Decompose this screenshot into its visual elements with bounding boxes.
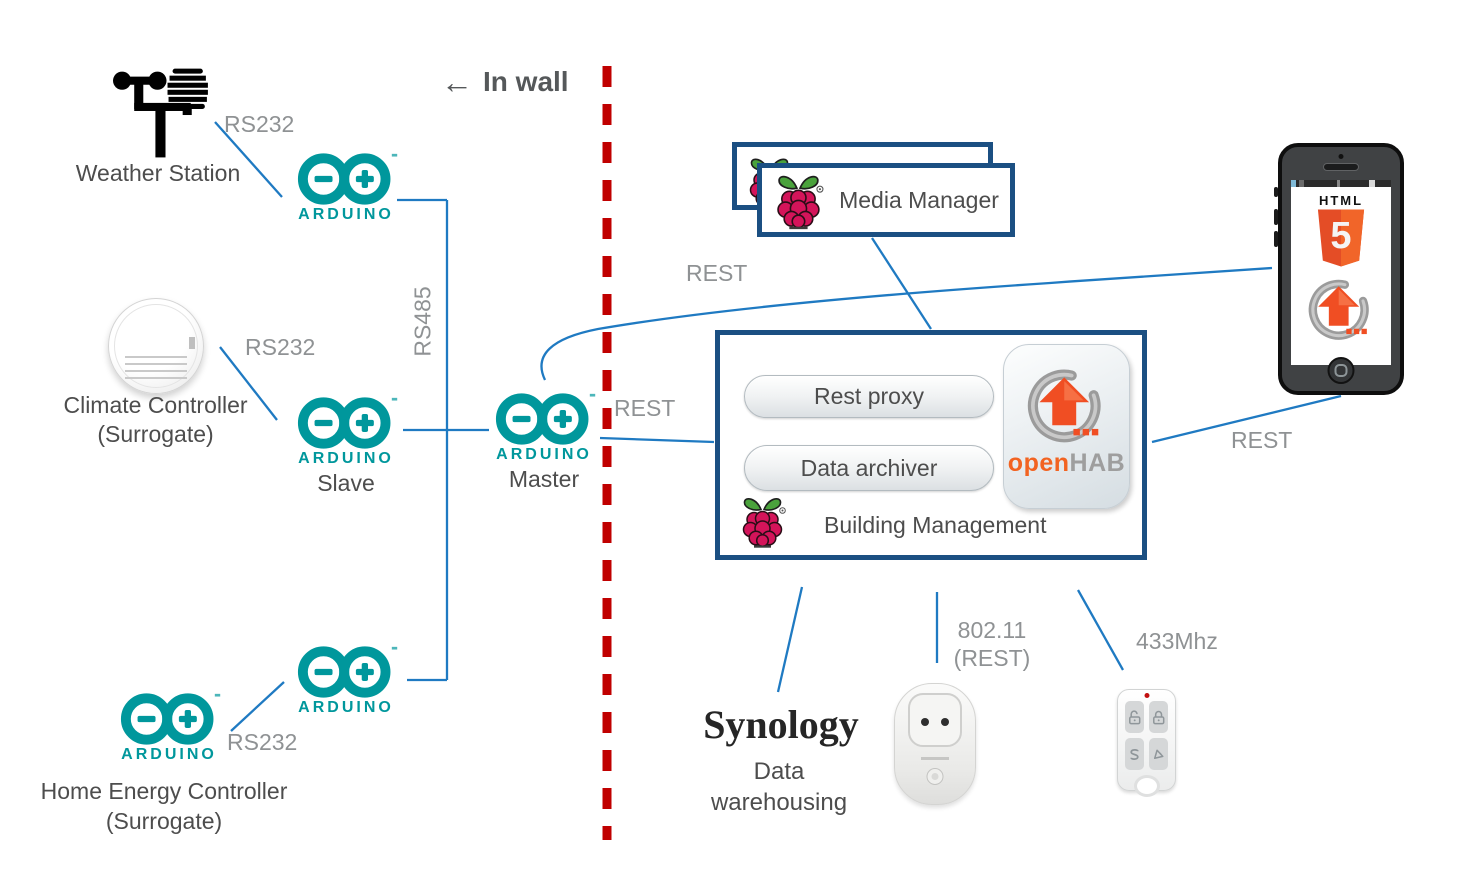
phone-volume-down-button	[1274, 231, 1278, 247]
data-archiver-pill: Data archiver	[744, 445, 994, 491]
rest-master-label: REST	[614, 395, 676, 421]
openhab-app-icon	[1303, 271, 1379, 347]
rf-label: 433Mhz	[1136, 628, 1218, 654]
home-energy-label: Home Energy Controller	[40, 778, 288, 804]
openhab-word-open: open	[1007, 449, 1070, 477]
rest-proxy-pill: Rest proxy	[744, 375, 994, 418]
link-climate-slave	[219, 346, 278, 421]
remote-alarm-button	[1149, 738, 1168, 770]
detector-vents	[125, 356, 187, 380]
rs232-energy-label: RS232	[227, 729, 298, 755]
arduino-brand-label: ARDUINO	[298, 450, 394, 467]
data-archiver-label: Data archiver	[800, 454, 938, 481]
arduino-slave-node: ARDUINO Slave	[290, 396, 402, 497]
phone-status-bar	[1291, 180, 1391, 187]
unlock-icon	[1126, 709, 1143, 726]
rs232-climate-label: RS232	[245, 334, 316, 360]
in-wall-label: In wall	[483, 66, 569, 97]
rs232-weather-label: RS232	[224, 111, 295, 137]
remote-lock-button	[1149, 701, 1168, 733]
detector-notch	[189, 337, 195, 349]
link-weather-arduino	[214, 121, 283, 198]
link-bm-phone	[1151, 394, 1342, 444]
building-management-box: Rest proxy Data archiver openHAB Buildin…	[715, 330, 1147, 560]
rest-proxy-label: Rest proxy	[814, 383, 924, 409]
smart-plug-device	[894, 683, 976, 805]
phone-screen: HTML 5	[1291, 180, 1391, 365]
arduino-brand-label: ARDUINO	[121, 746, 217, 763]
phone-camera	[1338, 154, 1344, 159]
html5-digit: 5	[1330, 215, 1352, 257]
remote-keyring	[1133, 775, 1160, 797]
openhab-icon	[1021, 359, 1113, 451]
html-label: HTML	[1318, 193, 1364, 208]
media-manager-label: Media Manager	[839, 186, 999, 213]
weather-station-label: Weather Station	[75, 160, 241, 186]
phone-mute-switch	[1274, 187, 1278, 197]
openhab-word-hab: HAB	[1069, 449, 1126, 477]
alarm-icon	[1150, 746, 1167, 763]
phone-speaker	[1323, 163, 1359, 171]
synology-logo: Synology	[703, 702, 859, 747]
openhab-wordmark: openHAB	[1008, 449, 1125, 478]
data-warehousing-label: Data warehousing	[710, 758, 848, 816]
remote-led	[1144, 693, 1149, 698]
rs485-label: RS485	[409, 286, 436, 357]
weather-station-icon	[113, 68, 208, 158]
plug-socket-hole	[941, 718, 949, 726]
link-master-bm	[599, 436, 715, 444]
arduino-logo-icon	[293, 645, 399, 699]
arduino-logo-icon	[293, 396, 399, 450]
arduino-brand-label: ARDUINO	[496, 446, 592, 463]
rest-phone-label: REST	[1231, 427, 1293, 453]
wifi-sublabel: (REST)	[953, 645, 1031, 671]
remote-unlock-button	[1125, 701, 1144, 733]
in-wall-annotation: ← In wall	[441, 66, 569, 98]
climate-controller-device	[108, 298, 204, 394]
plug-socket-hole	[921, 718, 929, 726]
plug-power-button	[926, 768, 944, 785]
remote-siren-button	[1125, 738, 1144, 770]
arduino-master-label: Master	[508, 466, 580, 492]
arduino-bus-node: ARDUINO	[290, 645, 402, 717]
arduino-logo-icon	[116, 692, 222, 746]
arduino-weather-node: ARDUINO	[290, 152, 402, 224]
plug-brand-mark	[921, 757, 949, 760]
arduino-brand-label: ARDUINO	[298, 699, 394, 716]
remote-keys	[1125, 701, 1168, 770]
html5-logo: 5	[1314, 209, 1368, 269]
link-master-phone-curve	[540, 266, 1273, 381]
arduino-master-node: ARDUINO Master	[488, 392, 600, 493]
arduino-logo-icon	[293, 152, 399, 206]
plug-socket-face	[908, 693, 962, 747]
link-bm-remote	[1076, 589, 1125, 671]
lock-icon	[1150, 709, 1167, 726]
raspberry-pi-icon	[774, 172, 824, 230]
link-bm-synology	[776, 586, 804, 693]
arduino-logo-icon	[491, 392, 597, 446]
arrow-left-icon: ←	[441, 64, 473, 100]
climate-controller-sublabel: (Surrogate)	[97, 421, 214, 447]
arduino-brand-label: ARDUINO	[298, 206, 394, 223]
wifi-label: 802.11	[957, 617, 1027, 643]
phone-volume-up-button	[1274, 209, 1278, 225]
media-manager-box: Media Manager	[757, 163, 1015, 237]
link-energy-arduino	[230, 681, 285, 732]
siren-icon	[1126, 746, 1143, 763]
rest-media-label: REST	[686, 260, 748, 286]
climate-controller-label: Climate Controller	[63, 392, 248, 418]
phone-home-button	[1327, 357, 1355, 384]
smartphone: HTML 5	[1274, 143, 1404, 395]
raspberry-pi-icon	[740, 494, 786, 549]
rf-remote-device	[1117, 689, 1176, 797]
openhab-tile: openHAB	[1003, 344, 1130, 509]
link-media-bm	[871, 237, 932, 330]
home-energy-sublabel: (Surrogate)	[105, 808, 223, 834]
arduino-home-energy-node: ARDUINO	[113, 692, 225, 764]
arduino-slave-label: Slave	[317, 470, 375, 496]
building-management-label: Building Management	[824, 512, 1047, 538]
